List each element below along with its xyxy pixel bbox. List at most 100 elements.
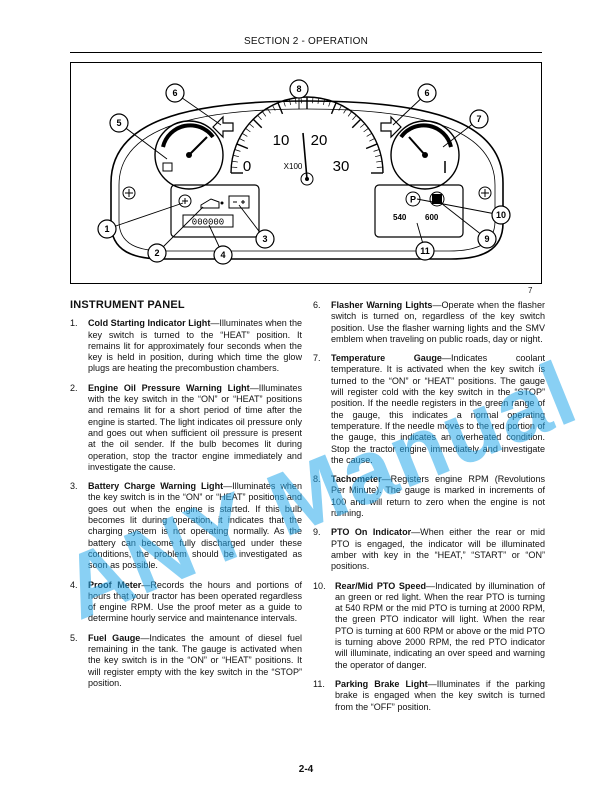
item-title: PTO On Indicator xyxy=(331,527,412,538)
tach-tick xyxy=(373,149,380,152)
tach-tick xyxy=(351,118,362,129)
tach-unit: X100 xyxy=(284,162,303,171)
item-text: —Indicated by illumination of an green o… xyxy=(335,580,545,670)
item-title: Battery Charge Warning Light xyxy=(88,481,224,492)
tach-tick xyxy=(294,97,297,104)
tach-tick xyxy=(248,123,254,128)
screw-icon-left xyxy=(122,186,136,200)
tach-tick xyxy=(245,128,251,133)
svg-text:1: 1 xyxy=(104,224,109,234)
item-number: 8. xyxy=(313,474,321,485)
tach-tick xyxy=(262,111,267,117)
tach-tick xyxy=(365,143,378,150)
item-text: —Illuminates with the key switch in the … xyxy=(88,382,302,472)
pto-label-540: 540 xyxy=(393,213,407,222)
item-title: Tachometer xyxy=(331,474,382,485)
svg-text:10: 10 xyxy=(496,210,506,220)
list-item: 11.Parking Brake Light—Illuminates if th… xyxy=(313,679,545,713)
tach-tick xyxy=(366,132,372,137)
callout-10: 10 xyxy=(491,205,511,225)
tach-tick xyxy=(234,149,241,152)
tach-tick xyxy=(239,138,245,142)
fuel-gauge xyxy=(154,120,224,190)
item-title: Engine Oil Pressure Warning Light xyxy=(88,382,250,393)
tach-tick xyxy=(338,105,342,111)
item-title: Flasher Warning Lights xyxy=(331,300,433,310)
tach-tick xyxy=(352,114,357,120)
tach-tick xyxy=(266,108,271,114)
svg-text:6: 6 xyxy=(424,88,429,98)
tach-tick xyxy=(236,143,249,150)
callout-1: 1 xyxy=(97,219,117,239)
item-text: —Indicates coolant temperature. It is ac… xyxy=(331,353,545,465)
item-text: —Indicates the amount of diesel fuel rem… xyxy=(88,632,302,688)
tach-label-30: 30 xyxy=(333,158,350,175)
tach-tick xyxy=(343,108,348,114)
item-text: —Records the hours and portions of hours… xyxy=(88,579,302,624)
callout-8: 8 xyxy=(289,79,309,99)
list-item: 5.Fuel Gauge—Indicates the amount of die… xyxy=(70,633,302,689)
tach-tick xyxy=(288,99,291,106)
glow-plug-icon xyxy=(178,194,192,208)
callout-4: 4 xyxy=(213,245,233,265)
item-text: —When either the rear or mid PTO is enga… xyxy=(331,527,545,572)
item-number: 7. xyxy=(313,353,321,364)
tach-tick xyxy=(323,99,326,106)
pto-cluster xyxy=(374,184,464,238)
tach-tick xyxy=(252,118,263,129)
battery-icon xyxy=(228,195,250,209)
oil-pressure-icon xyxy=(200,198,224,209)
flasher-right-icon xyxy=(380,115,402,139)
tach-tick xyxy=(369,138,375,142)
section-header: SECTION 2 - OPERATION xyxy=(243,36,369,47)
tach-tick xyxy=(317,97,320,104)
left-column: INSTRUMENT PANEL 1.Cold Starting Indicat… xyxy=(70,299,302,697)
tach-tick xyxy=(233,154,240,157)
item-title: Cold Starting Indicator Light xyxy=(88,318,211,329)
temperature-gauge xyxy=(390,120,460,190)
item-number: 4. xyxy=(70,579,78,590)
tach-tick xyxy=(328,100,331,107)
tach-tick xyxy=(347,111,352,117)
tach-tick xyxy=(257,114,262,120)
item-text: —Illuminates when the key switch is turn… xyxy=(88,318,303,374)
flasher-left-icon xyxy=(212,115,234,139)
tach-tick xyxy=(360,123,366,128)
item-number: 5. xyxy=(70,632,78,643)
svg-text:9: 9 xyxy=(484,234,489,244)
callout-6: 6 xyxy=(165,83,185,103)
item-number: 9. xyxy=(313,527,321,538)
svg-text:6: 6 xyxy=(172,88,177,98)
pto-label-600: 600 xyxy=(425,213,439,222)
callout-11: 11 xyxy=(415,241,435,261)
proof-meter-window xyxy=(182,214,234,228)
tach-tick-marks xyxy=(231,97,383,174)
item-number: 1. xyxy=(70,318,78,329)
svg-text:11: 11 xyxy=(420,246,430,256)
figure-number: 7 xyxy=(528,286,533,295)
item-text: —Illuminates when the key switch is in t… xyxy=(88,481,302,571)
tach-label-0: 0 xyxy=(243,158,251,175)
svg-text:P: P xyxy=(410,195,416,205)
tach-label-10: 10 xyxy=(273,132,290,149)
list-item: 9. PTO On Indicator—When either the rear … xyxy=(313,527,545,572)
tach-tick xyxy=(277,102,284,115)
proof-meter-digits: 000000 xyxy=(192,218,224,228)
right-column: 6.Flasher Warning Lights—Operate when th… xyxy=(313,300,545,721)
list-item: 8. Tachometer—Registers engine RPM (Revol… xyxy=(313,474,545,519)
callout-7: 7 xyxy=(469,109,489,129)
item-text: —Illuminates if the parking brake is eng… xyxy=(335,678,545,712)
item-number: 3. xyxy=(70,481,78,492)
item-title: Temperature Gauge xyxy=(331,353,442,364)
callout-5: 5 xyxy=(109,113,129,133)
item-text: —Registers engine RPM (Revolutions Per M… xyxy=(331,474,545,519)
instrument-panel-drawing: 0 10 20 30 X100 000000 P 540 600 xyxy=(97,79,511,265)
svg-text:8: 8 xyxy=(296,84,301,94)
item-title: Parking Brake Light xyxy=(335,678,428,689)
svg-text:3: 3 xyxy=(262,234,267,244)
tach-tick xyxy=(376,160,383,163)
tach-tick xyxy=(330,102,337,115)
list-item: 1. Cold Starting Indicator Light—Illumina… xyxy=(70,318,302,374)
item-title: Rear/Mid PTO Speed xyxy=(335,580,427,591)
